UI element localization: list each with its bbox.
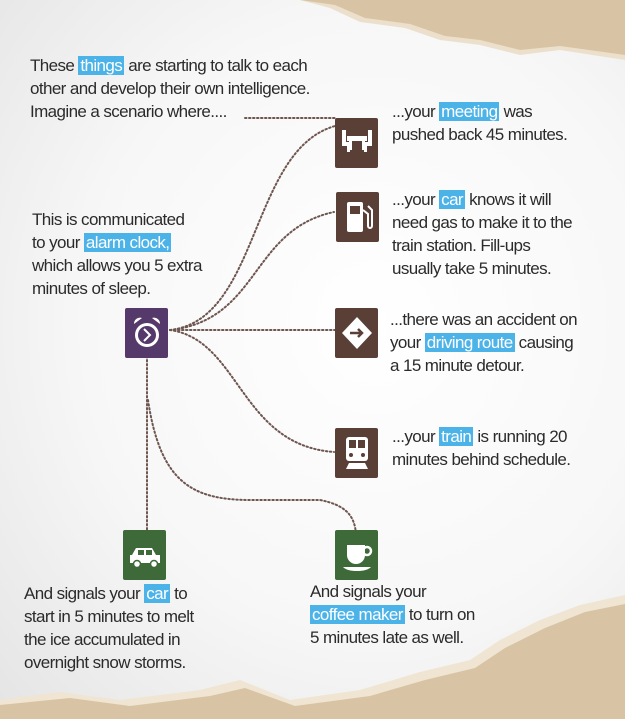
- train-text: ...your train is running 20 minutes behin…: [392, 425, 571, 471]
- text-line: ...your train is running 20: [392, 425, 570, 448]
- text-line: overnight snow storms.: [24, 651, 194, 674]
- connector-alarm-meeting: [169, 125, 336, 331]
- text-segment: pushed back 45 minutes.: [392, 125, 568, 144]
- text-line: ...your meeting was: [392, 100, 567, 123]
- gas-pump-icon: [336, 192, 379, 242]
- text-segment: is running 20: [473, 427, 567, 446]
- text-line: coffee maker to turn on: [310, 603, 475, 626]
- text-segment: minutes of sleep.: [32, 279, 151, 298]
- text-line: your driving route causing: [390, 331, 577, 354]
- text-line: This is communicated: [32, 208, 202, 231]
- text-line: which allows you 5 extra: [32, 254, 202, 277]
- text-segment: ...your: [392, 427, 440, 446]
- text-line: start in 5 minutes to melt: [24, 605, 194, 628]
- text-segment: to your: [32, 233, 84, 252]
- highlighted-keyword: car: [144, 584, 171, 603]
- coffee-cup-icon: [335, 530, 378, 580]
- text-line: minutes behind schedule.: [392, 448, 571, 471]
- highlighted-keyword: alarm clock,: [83, 233, 172, 252]
- text-segment: 5 minutes late as well.: [310, 628, 464, 647]
- text-line: to your alarm clock,: [32, 231, 202, 254]
- text-segment: These: [30, 56, 79, 75]
- car-icon: [123, 530, 166, 580]
- text-line: minutes of sleep.: [32, 277, 202, 300]
- connector-alarm-coffee: [147, 399, 357, 536]
- text-line: need gas to make it to the: [392, 211, 573, 234]
- text-segment: ...your: [392, 190, 440, 209]
- text-segment: which allows you 5 extra: [32, 256, 202, 275]
- highlighted-keyword: meeting: [439, 102, 500, 121]
- text-line: ...there was an accident on: [390, 308, 578, 331]
- text-line: Imagine a scenario where....: [30, 100, 310, 123]
- coffee-text: And signals your coffee maker to turn on 5…: [310, 580, 475, 649]
- text-segment: start in 5 minutes to melt: [24, 607, 194, 626]
- text-segment: your: [390, 333, 425, 352]
- train-icon: [335, 428, 378, 478]
- text-segment: usually take 5 minutes.: [392, 259, 552, 278]
- text-line: the ice accumulated in: [24, 628, 194, 651]
- text-segment: knows it will: [465, 190, 552, 209]
- intro-text: These things are starting to talk to eac…: [30, 54, 310, 123]
- text-segment: a 15 minute detour.: [390, 356, 525, 375]
- highlighted-keyword: train: [439, 427, 474, 446]
- text-line: other and develop their own intelligence…: [30, 77, 310, 100]
- text-line: These things are starting to talk to eac…: [30, 54, 310, 77]
- text-segment: overnight snow storms.: [24, 653, 186, 672]
- highlighted-keyword: things: [78, 56, 125, 75]
- gas-text: ...your car knows it will need gas to mak…: [392, 188, 573, 280]
- text-segment: train station. Fill-ups: [392, 236, 531, 255]
- text-segment: are starting to talk to each: [124, 56, 308, 75]
- text-segment: And signals your: [24, 584, 145, 603]
- text-segment: need gas to make it to the: [392, 213, 573, 232]
- detour-sign-icon: [335, 308, 378, 358]
- connector-alarm-train: [169, 329, 335, 453]
- text-segment: was: [499, 102, 533, 121]
- text-segment: ...your: [392, 102, 440, 121]
- text-segment: to turn on: [404, 605, 475, 624]
- text-line: 5 minutes late as well.: [310, 626, 475, 649]
- highlighted-keyword: coffee maker: [310, 605, 405, 624]
- text-segment: Imagine a scenario where....: [30, 102, 227, 121]
- alarm-text: This is communicated to your alarm clock,…: [32, 208, 202, 300]
- text-line: usually take 5 minutes.: [392, 257, 572, 280]
- text-line: ...your car knows it will: [392, 188, 572, 211]
- text-line: And signals your: [310, 580, 475, 603]
- text-line: train station. Fill-ups: [392, 234, 572, 257]
- alarm-clock-icon: [125, 308, 168, 358]
- text-segment: to: [170, 584, 188, 603]
- meeting-table-icon: [335, 118, 378, 168]
- text-segment: This is communicated: [32, 210, 185, 229]
- text-line: pushed back 45 minutes.: [392, 123, 568, 146]
- text-segment: other and develop their own intelligence…: [30, 79, 310, 98]
- text-segment: the ice accumulated in: [24, 630, 181, 649]
- meeting-text: ...your meeting was pushed back 45 minute…: [392, 100, 568, 146]
- connector-alarm-gas: [169, 211, 335, 331]
- text-segment: And signals your: [310, 582, 427, 601]
- highlighted-keyword: car: [439, 190, 465, 209]
- text-segment: ...there was an accident on: [390, 310, 578, 329]
- text-segment: causing: [514, 333, 574, 352]
- text-segment: minutes behind schedule.: [392, 450, 571, 469]
- highlighted-keyword: driving route: [424, 333, 515, 352]
- car-text: And signals your car to start in 5 minute…: [24, 582, 194, 674]
- text-line: And signals your car to: [24, 582, 194, 605]
- text-line: a 15 minute detour.: [390, 354, 577, 377]
- route-text: ...there was an accident on your driving …: [390, 308, 578, 377]
